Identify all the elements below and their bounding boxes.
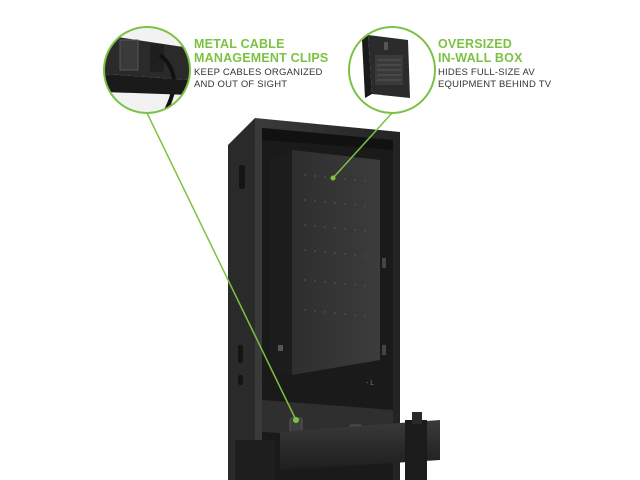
cable-clips-description: KEEP CABLES ORGANIZED AND OUT OF SIGHT [194,67,323,91]
cable-clips-desc-line1: KEEP CABLES ORGANIZED [194,67,323,78]
in-wall-box-desc-line1: HIDES FULL-SIZE AV [438,67,535,78]
box-pointer-dot [330,175,336,181]
tv-mount-arm [235,400,440,480]
in-wall-box-title-line2: IN-WALL BOX [438,51,523,65]
in-wall-box-title-line1: OVERSIZED [438,37,513,51]
callout-leader-lines [146,112,393,421]
in-wall-box-title: OVERSIZED IN-WALL BOX [438,37,523,65]
cable-clips-title-line2: MANAGEMENT CLIPS [194,51,329,65]
cable-clips-title: METAL CABLE MANAGEMENT CLIPS [194,37,328,65]
cable-clips-desc-line2: AND OUT OF SIGHT [194,79,288,90]
svg-text:- L: - L [366,380,374,387]
in-wall-box-closeup [348,26,436,114]
cable-clips-title-line1: METAL CABLE [194,37,285,51]
clip-pointer-dot [293,417,299,423]
in-wall-box-desc-line2: EQUIPMENT BEHIND TV [438,79,552,90]
cable-clip-closeup [103,26,191,114]
in-wall-box-description: HIDES FULL-SIZE AV EQUIPMENT BEHIND TV [438,67,551,91]
av-receiver-device [270,150,380,375]
